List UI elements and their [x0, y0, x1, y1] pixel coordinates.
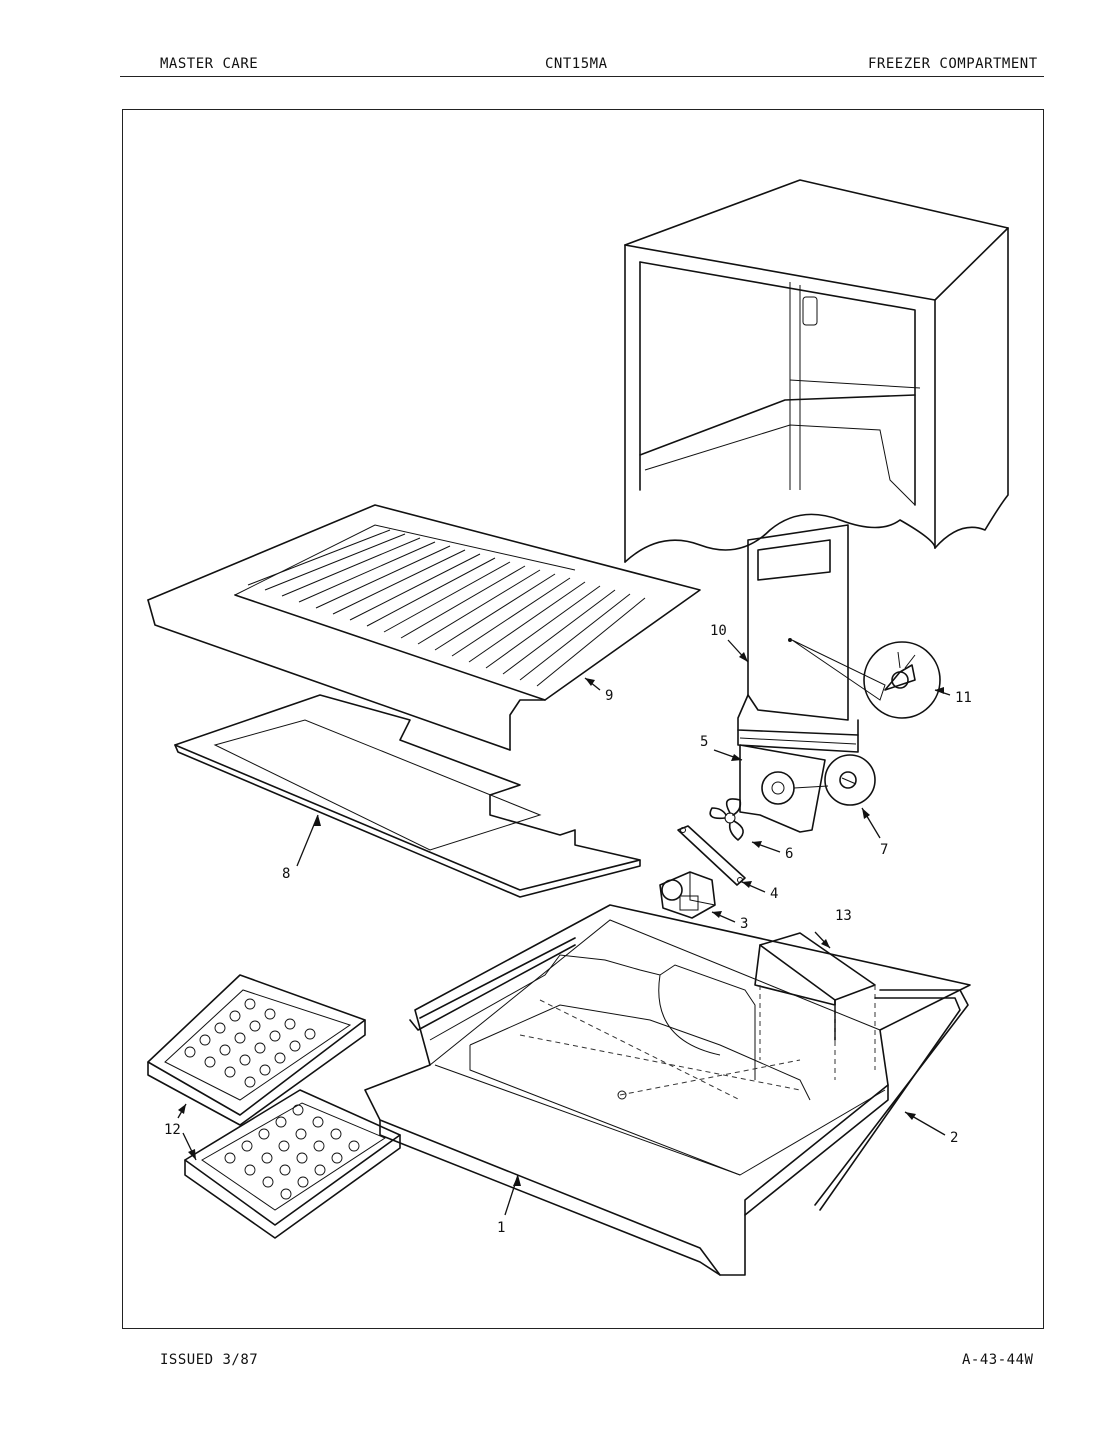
part-8-panel — [174, 694, 641, 898]
callout-5: 5 — [700, 734, 708, 750]
callout-8: 8 — [282, 866, 290, 882]
part-9-shelf — [147, 504, 701, 751]
footer-code: A-43-44W — [962, 1352, 1034, 1368]
part-4-motor-bracket-strip — [677, 825, 746, 886]
callout-2: 2 — [950, 1130, 958, 1146]
leader-lines — [177, 639, 951, 1216]
header-section: FREEZER COMPARTMENT — [868, 56, 1038, 72]
footer-issued: ISSUED 3/87 — [160, 1352, 259, 1368]
callout-9: 9 — [605, 688, 613, 704]
part-6-fan-blade — [709, 798, 744, 841]
part-10-air-duct — [737, 524, 886, 753]
header-brand: MASTER CARE — [160, 56, 259, 72]
callout-6: 6 — [785, 846, 793, 862]
diagram-frame — [122, 109, 1044, 1329]
callout-11: 11 — [955, 690, 972, 706]
callout-3: 3 — [740, 916, 748, 932]
header-rule — [120, 76, 1044, 77]
part-11-detail-circle — [863, 641, 941, 719]
part-5-motor-bracket — [739, 744, 829, 833]
part-12-ice-tray-upper — [147, 974, 366, 1126]
header-model: CNT15MA — [545, 56, 608, 72]
callout-7: 7 — [880, 842, 888, 858]
part-13-cover — [754, 932, 876, 1080]
part-12-ice-tray-lower — [184, 1089, 401, 1239]
part-1-freezer-pan — [364, 904, 971, 1276]
cabinet-illustration — [624, 179, 1009, 563]
part-2-side-rail — [814, 989, 969, 1211]
callout-12: 12 — [164, 1122, 181, 1138]
callout-13: 13 — [835, 908, 852, 924]
part-3-fan-motor — [659, 871, 716, 919]
callout-1: 1 — [497, 1220, 505, 1236]
callout-4: 4 — [770, 886, 778, 902]
callout-10: 10 — [710, 623, 727, 639]
part-7-grommet — [824, 754, 876, 806]
